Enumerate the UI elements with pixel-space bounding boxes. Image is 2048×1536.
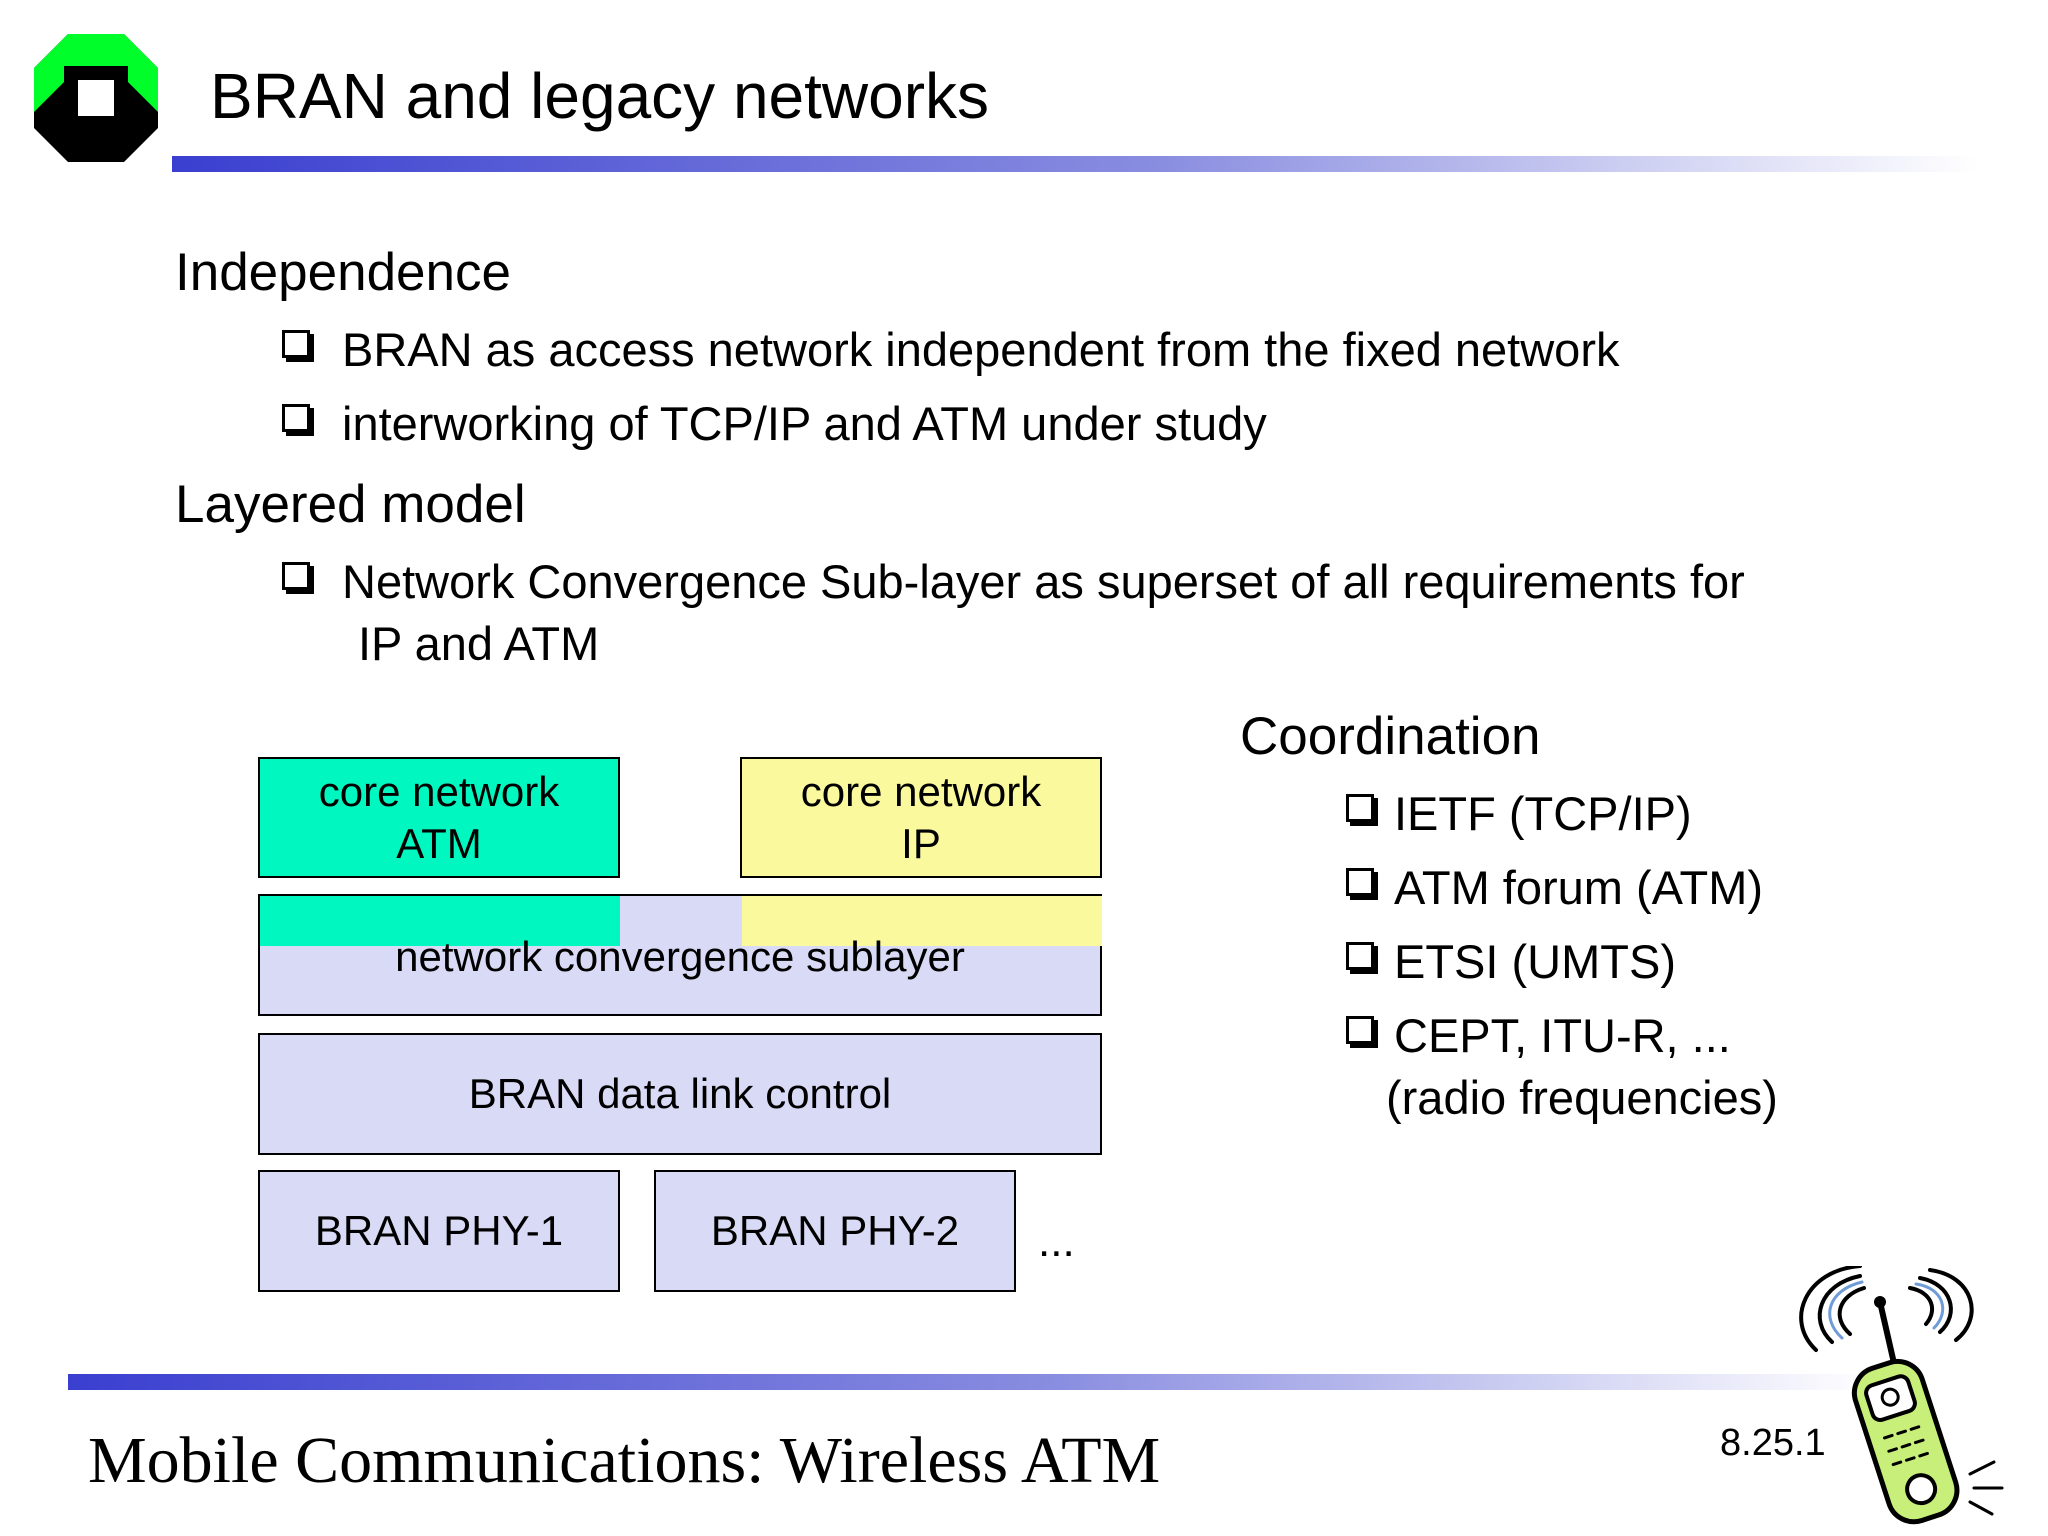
bran-phy2-box: BRAN PHY-2 [654,1170,1016,1292]
footer-rule [68,1374,1874,1390]
bran-data-link-control-box: BRAN data link control [258,1033,1102,1155]
bran-phy1-box: BRAN PHY-1 [258,1170,620,1292]
bullet-coordination-4: CEPT, ITU-R, ... [1394,1009,1731,1062]
ncs-ip-band [742,896,1102,946]
core-ip-line2: IP [901,819,941,867]
core-ip-line1: core network [800,768,1042,816]
phy1-label: BRAN PHY-1 [314,1207,564,1255]
bullet-coordination-3: ETSI (UMTS) [1394,935,1676,988]
bullet-independence-1: BRAN as access network independent from … [342,323,1620,376]
heading-independence: Independence [175,243,511,302]
hollow-square-bullet-icon [1346,794,1374,822]
network-convergence-sublayer-box: network convergence sublayer [258,894,1102,1016]
heading-coordination: Coordination [1240,707,1541,766]
more-phy-ellipsis: ... [1038,1217,1075,1266]
hollow-square-bullet-icon [282,562,310,590]
footer-title: Mobile Communications: Wireless ATM [88,1424,1161,1497]
ncs-atm-band [260,896,620,946]
phy2-label: BRAN PHY-2 [710,1207,960,1255]
bullet-layered-line1: Network Convergence Sub-layer as superse… [342,555,1745,608]
hollow-square-bullet-icon [282,330,310,358]
page-number: 8.25.1 [1720,1422,1826,1464]
bullet-coordination-1: IETF (TCP/IP) [1394,787,1692,840]
bullet-coordination-4-continuation: (radio frequencies) [1386,1071,1778,1124]
bullet-layered-line2: IP and ATM [358,617,600,670]
slide-title: BRAN and legacy networks [210,60,990,132]
core-atm-line2: ATM [396,819,482,867]
hollow-square-bullet-icon [1346,1016,1374,1044]
cell-phone-clipart-icon [1799,1266,2004,1525]
hollow-square-bullet-icon [1346,868,1374,896]
hollow-square-bullet-icon [1346,942,1374,970]
core-atm-line1: core network [318,768,560,816]
ncs-label: network convergence sublayer [395,933,965,980]
dlc-label: BRAN data link control [468,1070,892,1118]
bullet-independence-2: interworking of TCP/IP and ATM under stu… [342,397,1267,450]
university-logo-icon [34,34,158,162]
heading-layered-model: Layered model [175,475,526,534]
bullet-coordination-2: ATM forum (ATM) [1394,861,1764,914]
hollow-square-bullet-icon [282,404,310,432]
title-underline [172,156,1978,172]
